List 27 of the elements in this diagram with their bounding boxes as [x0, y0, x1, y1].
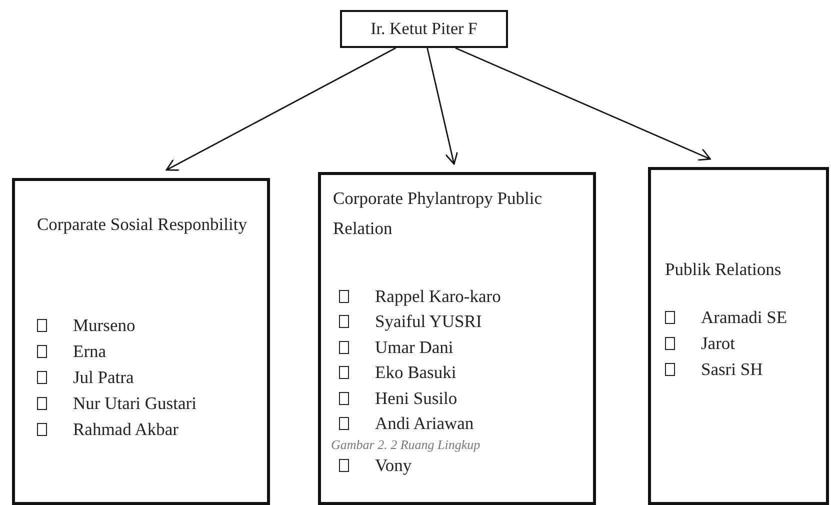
member-name: Jarot [701, 332, 736, 354]
group-heading: Corporate Phylantropy Public Relation [333, 187, 544, 240]
leader-box [340, 10, 508, 48]
member-name: Eko Basuki [375, 362, 456, 383]
arrow [426, 48, 458, 165]
member-name: Nur Utari Gustari [73, 392, 196, 414]
group-box [12, 178, 270, 505]
arrow [166, 47, 396, 171]
member-name: Murseno [73, 314, 136, 336]
group-box [648, 167, 829, 505]
member-name: Rappel Karo-karo [375, 286, 501, 306]
name-label: Ir. Ketut Piter F [370, 19, 478, 39]
member-name: Umar Dani [375, 336, 454, 358]
member-name: Rahmad Akbar [73, 418, 178, 440]
member-name: Syaiful YUSRI [375, 311, 482, 332]
member-name: Jul Patra [73, 366, 134, 388]
member-name: Aramadi SE [701, 306, 788, 328]
arrow [455, 47, 711, 161]
member-name: Erna [73, 340, 106, 362]
group-heading: Corparate Sosial Responbility [37, 213, 248, 236]
group-heading: Publik Relations [665, 258, 782, 281]
group-box [318, 172, 596, 505]
caption: Gambar 2. 2 Ruang Lingkup [331, 436, 480, 452]
member-name: Sasri SH [701, 358, 763, 380]
member-name: Heni Susilo [375, 388, 458, 408]
member-name: Andi Ariawan [375, 413, 474, 434]
member-name: Vony [375, 454, 412, 476]
